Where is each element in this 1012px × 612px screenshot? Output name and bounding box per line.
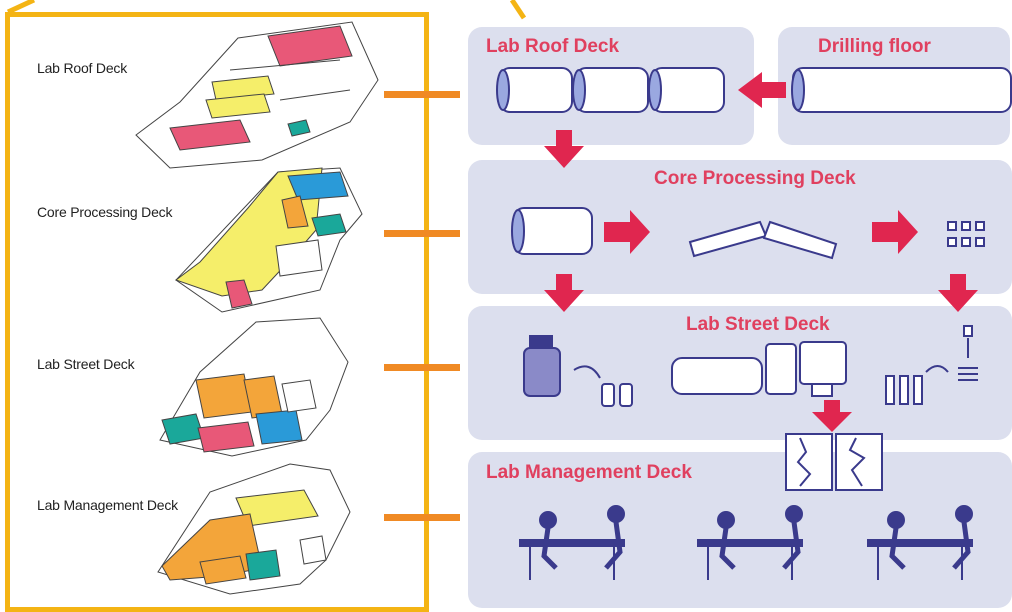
connector-core: [384, 230, 460, 237]
split-core-icon: [688, 220, 838, 260]
core-sections-roof: [496, 67, 725, 113]
arrow-core-2: [872, 210, 918, 254]
connector-roof: [384, 91, 460, 98]
meeting-icon-3: [867, 505, 973, 580]
meeting-icon-2: [697, 505, 803, 580]
arrow-drill-to-roof: [738, 72, 786, 108]
deck-label-core: Core Processing Deck: [37, 204, 173, 220]
arrow-street-to-management: [812, 400, 852, 432]
panel-title-management: Lab Management Deck: [486, 462, 692, 483]
arrow-core-1: [604, 210, 650, 254]
arrow-core-to-street-left: [544, 274, 584, 312]
panel-title-core: Core Processing Deck: [654, 168, 856, 189]
panel-title-roof: Lab Roof Deck: [486, 36, 620, 57]
arrow-roof-to-core: [544, 130, 584, 168]
scanner-instrument-icon: [671, 341, 847, 397]
panel-title-drilling: Drilling floor: [818, 36, 931, 57]
panel-title-street: Lab Street Deck: [686, 314, 830, 335]
floor-plan-management: [157, 463, 351, 595]
arrow-core-to-street-right: [938, 274, 978, 312]
flow-arrows: [544, 72, 978, 432]
core-section-icon: [511, 207, 593, 255]
connector-street: [384, 364, 460, 371]
frame-accent-left: [6, 0, 36, 15]
floor-plan-street: [159, 317, 349, 457]
floor-plan-roof: [135, 21, 379, 169]
deck-label-management: Lab Management Deck: [37, 497, 178, 513]
connector-management: [384, 514, 460, 521]
meeting-icon-1: [519, 505, 625, 580]
core-log-charts-icon: [785, 433, 883, 491]
frame-accent-right: [509, 0, 527, 20]
samples-grid-icon: [947, 221, 985, 247]
deck-label-roof: Lab Roof Deck: [37, 60, 128, 76]
sample-tubes-icon: [885, 325, 978, 405]
deck-label-street: Lab Street Deck: [37, 356, 135, 372]
floor-plan-core: [174, 167, 363, 313]
core-drilling-floor: [791, 67, 1012, 113]
sample-jar-icon: [523, 335, 633, 407]
floor-plan-frame: [5, 12, 429, 612]
